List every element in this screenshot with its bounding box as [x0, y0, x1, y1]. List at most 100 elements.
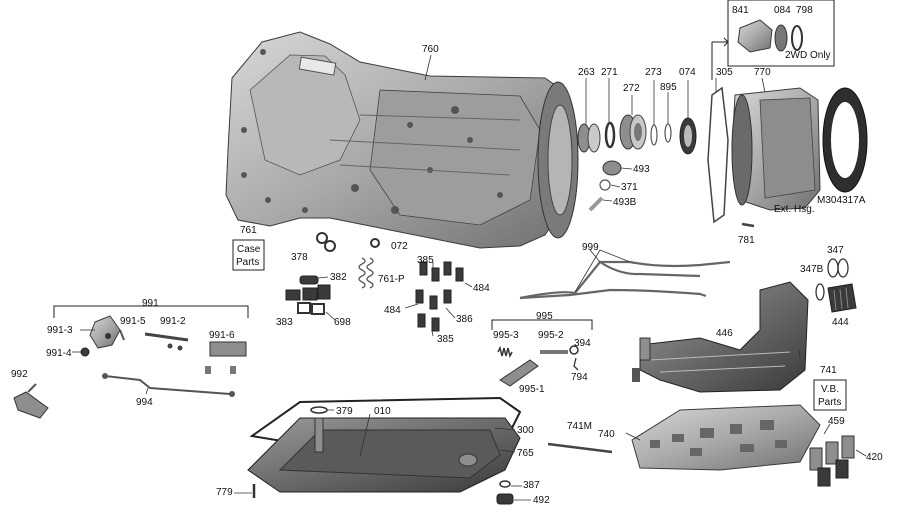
label-vb: V.B.	[821, 384, 839, 395]
valve-body-446	[632, 281, 809, 393]
pin-493b	[588, 196, 604, 212]
label-010: 010	[374, 406, 391, 417]
label-765: 765	[517, 448, 534, 459]
plug-493	[602, 160, 622, 176]
label-781: 781	[738, 235, 755, 246]
wiring-harness-999	[519, 260, 731, 300]
label-484-left: 484	[384, 305, 401, 316]
label-300: 300	[517, 425, 534, 436]
label-387: 387	[523, 480, 540, 491]
case-parts-box	[232, 239, 265, 271]
ring-072	[370, 238, 380, 248]
label-394: 394	[574, 338, 591, 349]
label-740: 740	[598, 429, 615, 440]
solenoids-420	[809, 435, 855, 487]
label-305: 305	[716, 67, 733, 78]
link-991-2	[144, 332, 189, 351]
bearing-272	[619, 114, 647, 150]
label-2wd-only: 2WD Only	[785, 50, 831, 61]
seals-347	[815, 258, 849, 301]
spring-761p	[358, 257, 374, 289]
label-273: 273	[645, 67, 662, 78]
label-895: 895	[660, 82, 677, 93]
label-741: 741	[820, 365, 837, 376]
label-991-2: 991-2	[160, 316, 186, 327]
pin-991-5	[119, 329, 125, 341]
bracket-991	[53, 305, 249, 318]
label-761: 761	[240, 225, 257, 236]
label-263: 263	[578, 67, 595, 78]
label-ext-hsg: Ext. Hsg.	[774, 204, 815, 215]
label-385-top: 385	[417, 255, 434, 266]
label-991-6: 991-6	[209, 330, 235, 341]
parts-382-383-698	[285, 275, 331, 315]
label-492: 492	[533, 495, 550, 506]
label-parts: Parts	[236, 257, 259, 268]
label-271: 271	[601, 67, 618, 78]
lever-992	[13, 383, 49, 419]
extension-housing	[707, 86, 821, 224]
label-484-right: 484	[473, 283, 490, 294]
rings-378	[316, 232, 336, 252]
label-698: 698	[334, 317, 351, 328]
label-420: 420	[866, 452, 883, 463]
label-459: 459	[828, 416, 845, 427]
label-m304317a: M304317A	[817, 195, 866, 206]
label-995: 995	[536, 311, 553, 322]
label-798: 798	[796, 5, 813, 16]
label-371: 371	[621, 182, 638, 193]
callout-labels: 760 841 084 798 2WD Only 263 271 273 272…	[11, 5, 883, 506]
label-741m: 741M	[567, 421, 592, 432]
label-379: 379	[336, 406, 353, 417]
selector-lever-991-3	[89, 315, 121, 349]
label-995-2: 995-2	[538, 330, 564, 341]
label-vb-parts: Parts	[818, 397, 841, 408]
label-074: 074	[679, 67, 696, 78]
boot-444	[827, 283, 857, 313]
label-841: 841	[732, 5, 749, 16]
label-385-bottom: 385	[437, 334, 454, 345]
label-995-3: 995-3	[493, 330, 519, 341]
rod-741m	[547, 442, 613, 454]
label-991-3: 991-3	[47, 325, 73, 336]
label-994: 994	[136, 397, 153, 408]
clip-394	[569, 345, 579, 355]
label-072: 072	[391, 241, 408, 252]
plug-492	[496, 493, 514, 505]
transmission-case	[225, 31, 579, 249]
label-446: 446	[716, 328, 733, 339]
bearing-263	[577, 123, 601, 153]
label-347: 347	[827, 245, 844, 256]
label-386: 386	[456, 314, 473, 325]
label-760: 760	[422, 44, 439, 55]
ring-271	[604, 121, 616, 149]
spring-794	[573, 357, 579, 371]
bracket-991-6	[205, 341, 247, 374]
ring-371	[599, 179, 611, 191]
label-770: 770	[754, 67, 771, 78]
washer-387	[499, 480, 511, 488]
label-794: 794	[571, 372, 588, 383]
bracket-995	[491, 319, 593, 330]
label-493: 493	[633, 164, 650, 175]
vb-parts-box	[813, 379, 847, 411]
label-383: 383	[276, 317, 293, 328]
label-995-1: 995-1	[519, 384, 545, 395]
oil-pan-010	[247, 417, 521, 493]
label-493b: 493B	[613, 197, 637, 208]
label-992: 992	[11, 369, 28, 380]
label-779: 779	[216, 487, 233, 498]
label-999: 999	[582, 242, 599, 253]
solenoids-385	[415, 261, 464, 332]
seal-074	[679, 117, 697, 155]
bolt-781	[741, 222, 755, 228]
label-347b: 347B	[800, 264, 824, 275]
label-382: 382	[330, 272, 347, 283]
label-991: 991	[142, 298, 159, 309]
inset-2wd	[711, 0, 835, 80]
label-444: 444	[832, 317, 849, 328]
rod-994	[102, 373, 235, 397]
ring-273	[650, 124, 658, 146]
label-761p: 761-P	[378, 274, 405, 285]
